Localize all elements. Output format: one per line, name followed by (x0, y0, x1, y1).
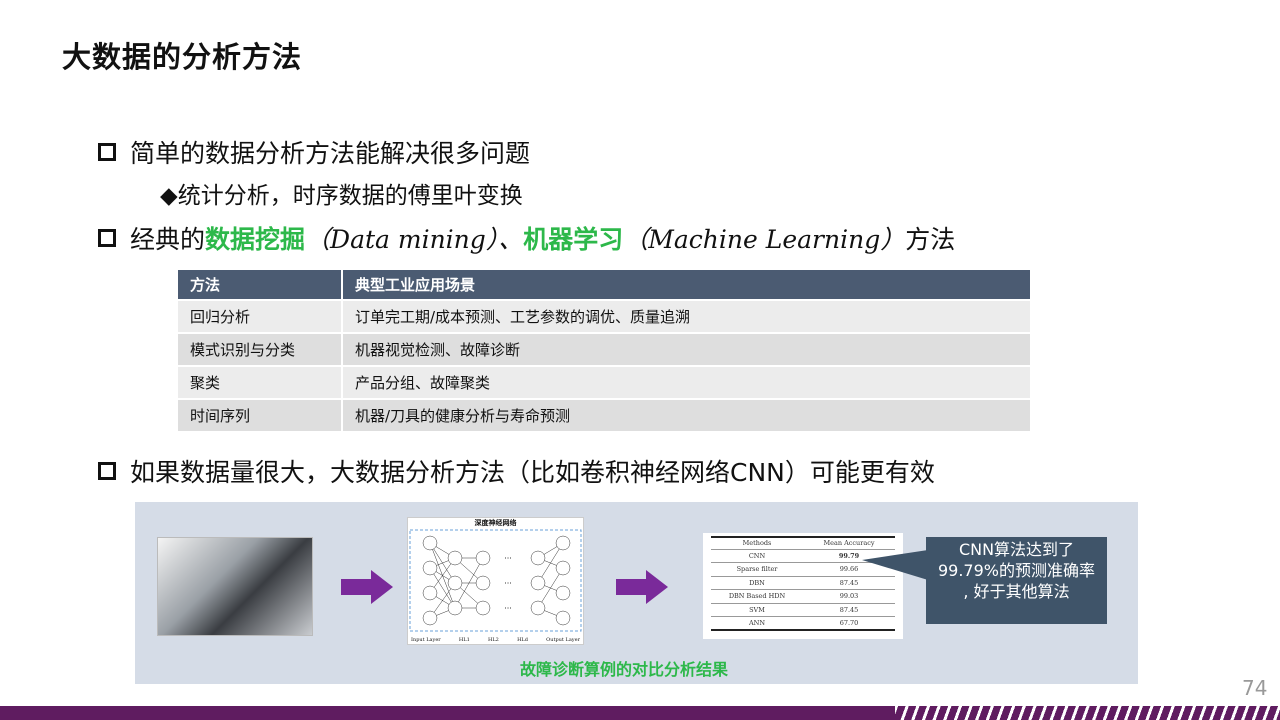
bullet-1-text: 简单的数据分析方法能解决很多问题 (130, 139, 531, 168)
cell: 机器视觉检测、故障诊断 (343, 334, 1030, 365)
square-bullet-icon (98, 462, 116, 480)
nn-label: HL2 (487, 637, 499, 643)
cell: 时间序列 (178, 400, 343, 431)
callout-box: CNN算法达到了 99.79%的预测准确率 , 好于其他算法 (926, 537, 1107, 624)
bullet-3-text: 如果数据量很大，大数据分析方法（比如卷积神经网络CNN）可能更有效 (130, 458, 935, 487)
table-header: 方法典型工业应用场景 (178, 270, 1030, 299)
cell: 87.45 (839, 578, 859, 587)
cell: 99.79 (838, 551, 860, 560)
cell: 99.03 (839, 592, 859, 601)
cell: Sparse filter (736, 565, 778, 574)
nn-label: Output Layer (546, 637, 580, 643)
text: 经典的 (130, 225, 206, 254)
results-row: DBN 87.45 (711, 577, 895, 590)
nn-title: 深度神经网络 (474, 519, 517, 527)
callout-line: , 好于其他算法 (963, 582, 1070, 601)
results-header: Methods Mean Accuracy (711, 536, 895, 550)
svg-text:···: ··· (504, 554, 512, 563)
bullet-1: 简单的数据分析方法能解决很多问题 (98, 134, 530, 170)
cell: 87.45 (839, 605, 859, 614)
cell: ANN (748, 618, 766, 627)
results-row: Sparse filter 99.66 (711, 563, 895, 577)
arrow-right-icon (616, 570, 668, 604)
neural-network-diagram: 深度神经网络 ··· ··· ··· Input Layer HL1 HL2 HLd Out… (407, 517, 584, 645)
page-number: 74 (1242, 676, 1268, 700)
cell: 机器/刀具的健康分析与寿命预测 (343, 400, 1030, 431)
cell: 产品分组、故障聚类 (343, 367, 1030, 398)
nn-label: Input Layer (411, 637, 441, 643)
cell: 回归分析 (178, 301, 343, 332)
bullet-3: 如果数据量很大，大数据分析方法（比如卷积神经网络CNN）可能更有效 (98, 453, 935, 489)
text: （Data mining）、 (305, 225, 524, 254)
cell: 67.70 (839, 618, 859, 627)
nn-label: HL1 (458, 637, 470, 643)
results-table: Methods Mean Accuracy CNN 99.79 Sparse fil… (703, 533, 903, 639)
figure-caption: 故障诊断算例的对比分析结果 (520, 660, 729, 679)
bullet-2: 经典的数据挖掘（Data mining）、机器学习（Machine Learni… (98, 220, 955, 256)
network-graph: ··· ··· ··· (409, 529, 582, 632)
slide-title: 大数据的分析方法 (62, 40, 303, 74)
text: 方法 (905, 225, 956, 254)
results-row: ANN 67.70 (711, 617, 895, 631)
callout-line: CNN算法达到了 (958, 540, 1075, 559)
table-row: 聚类产品分组、故障聚类 (178, 367, 1030, 398)
cell: SVM (749, 605, 765, 614)
cell: CNN (748, 551, 766, 560)
results-row: CNN 99.79 (711, 550, 895, 563)
cell: 模式识别与分类 (178, 334, 343, 365)
square-bullet-icon (98, 143, 116, 161)
text: （Machine Learning） (623, 225, 906, 254)
highlight-data-mining: 数据挖掘 (205, 225, 306, 254)
svg-text:···: ··· (504, 604, 512, 613)
header-cell: 典型工业应用场景 (343, 270, 1030, 299)
table-row: 回归分析订单完工期/成本预测、工艺参数的调优、质量追溯 (178, 301, 1030, 332)
table-row: 时间序列机器/刀具的健康分析与寿命预测 (178, 400, 1030, 431)
callout-pointer (862, 550, 928, 580)
header-cell: 方法 (178, 270, 343, 299)
arrow-right-icon (341, 570, 393, 604)
callout-line: 99.79%的预测准确率 (937, 561, 1095, 580)
results-row: SVM 87.45 (711, 604, 895, 617)
results-row: DBN Based HDN 99.03 (711, 590, 895, 604)
footer-stripes (895, 706, 1280, 720)
svg-text:···: ··· (504, 579, 512, 588)
cell: 99.66 (839, 565, 859, 574)
cell: 订单完工期/成本预测、工艺参数的调优、质量追溯 (343, 301, 1030, 332)
cell: DBN (749, 578, 765, 587)
square-bullet-icon (98, 229, 116, 247)
machine-image (157, 537, 313, 636)
bullet-1-sub: ◆统计分析，时序数据的傅里叶变换 (160, 183, 523, 209)
cell: Methods (742, 539, 772, 548)
cell: 聚类 (178, 367, 343, 398)
cell: Mean Accuracy (823, 539, 875, 548)
methods-table: 方法典型工业应用场景 回归分析订单完工期/成本预测、工艺参数的调优、质量追溯 模… (178, 268, 1030, 433)
highlight-machine-learning: 机器学习 (523, 225, 624, 254)
cell: DBN Based HDN (728, 592, 786, 601)
table-row: 模式识别与分类机器视觉检测、故障诊断 (178, 334, 1030, 365)
nn-label: HLd (517, 637, 528, 643)
